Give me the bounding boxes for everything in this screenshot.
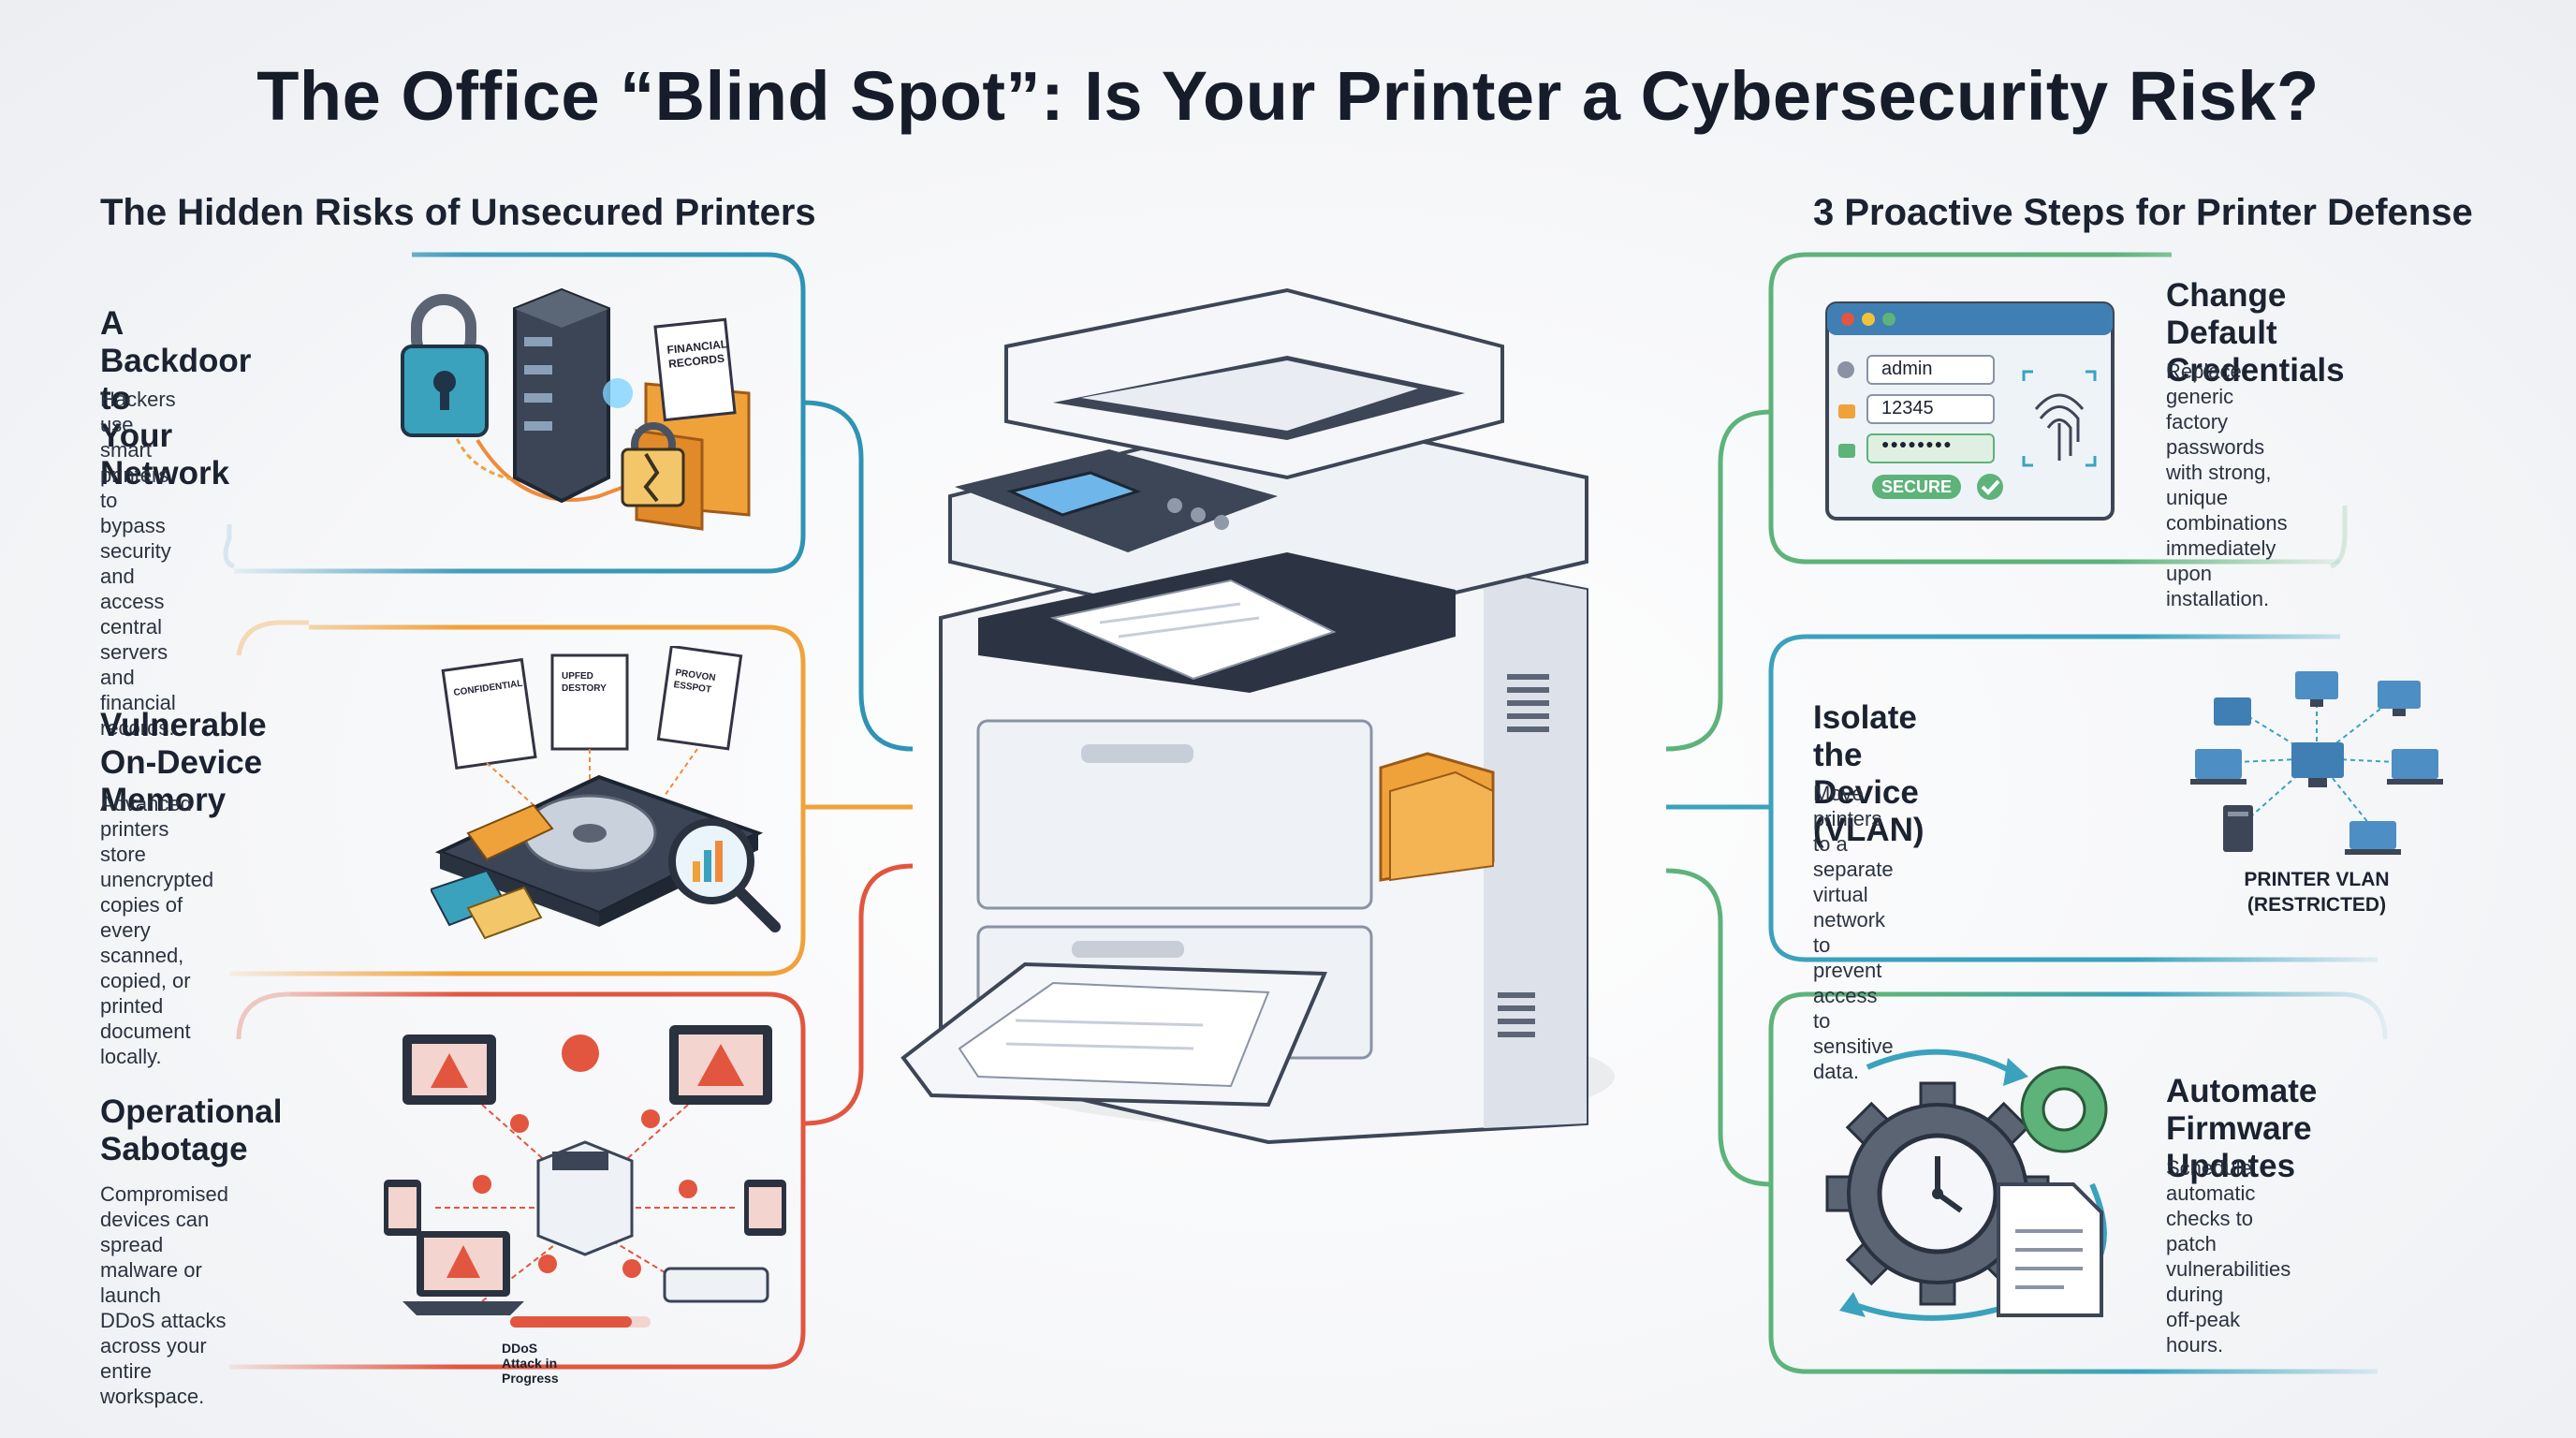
card4-frame: [1768, 252, 2340, 565]
hard-drive-documents-icon: CONFIDENTIAL UPFED DESTORY PROVON ESSPOT: [431, 646, 781, 940]
vlan-label-line: PRINTER VLAN: [2244, 869, 2390, 890]
login-fingerprint-icon: [1825, 301, 2115, 521]
card-body-line: entire workspace.: [100, 1359, 205, 1408]
left-section-heading: The Hidden Risks of Unsecured Printers: [100, 192, 816, 233]
login-password-strong: ●●●●●●●●: [1881, 436, 1953, 451]
card-body-line: combinations immediately upon: [2166, 511, 2288, 585]
card-title: Vulnerable On-Device Memory: [100, 707, 267, 819]
card-title: Change Default Credentials: [2166, 277, 2345, 389]
card-body-line: and financial records.: [100, 666, 176, 740]
card-body-line: unencrypted copies of every: [100, 868, 214, 942]
card-body-line: access central servers: [100, 590, 168, 664]
card-body: Schedule automatic checks to patch vulne…: [2166, 1155, 2291, 1357]
card-body-line: virtual network to prevent: [1813, 883, 1886, 982]
secure-badge: SECURE: [1881, 477, 1952, 496]
card-title-line: Isolate the Device: [1813, 699, 1919, 811]
doc-label: FINANCIAL: [666, 337, 728, 357]
doc-label: RECORDS: [667, 352, 724, 371]
card-body-line: installation.: [2166, 587, 2270, 610]
card-title-line: Vulnerable: [100, 707, 267, 743]
vlan-label-line: (RESTRICTED): [2247, 894, 2387, 916]
card-body-line: off-peak hours.: [2166, 1308, 2241, 1357]
login-username-value: admin: [1881, 359, 1933, 379]
card-body-line: Hackers use smart printers: [100, 388, 176, 487]
card-title-line: Your Network: [100, 418, 230, 492]
card-body-line: passwords with strong, unique: [2166, 435, 2272, 509]
card-body-line: Schedule automatic checks to: [2166, 1156, 2256, 1230]
ddos-progress-label: DDoS Attack in Progress: [502, 1341, 559, 1386]
card-body-line: patch vulnerabilities during: [2166, 1232, 2291, 1306]
card-body-line: scanned, copied, or printed: [100, 944, 191, 1018]
card1-frame: [234, 252, 806, 574]
card-title: Isolate the Device (VLAN): [1813, 699, 1925, 849]
card-body: Move printers to a separate virtual netw…: [1813, 781, 1894, 1084]
padlock-server-folder-icon: FINANCIAL RECORDS: [401, 287, 751, 531]
card-title-line: Change Default: [2166, 277, 2287, 351]
card-body: Hackers use smart printers to bypass sec…: [100, 387, 176, 741]
multifunction-printer-icon: [900, 287, 1615, 1145]
card-title: A Backdoor to Your Network: [100, 305, 251, 492]
card-title-line: Automate: [2166, 1073, 2318, 1109]
card-title-line: On-Device Memory: [100, 744, 263, 818]
card-body-line: access to sensitive data.: [1813, 984, 1894, 1083]
card-title-line: Sabotage: [100, 1131, 248, 1167]
card-body-line: Move printers to a separate: [1813, 782, 1894, 881]
login-password-weak: 12345: [1881, 398, 1934, 418]
card-title-line: Credentials: [2166, 352, 2345, 389]
card-title: Automate Firmware Updates: [2166, 1073, 2317, 1185]
doc-label: DESTORY: [562, 683, 607, 694]
card2-frame: [229, 624, 806, 976]
doc-label: UPFED: [562, 671, 593, 682]
page-title: The Office “Blind Spot”: Is Your Printer…: [256, 57, 2320, 135]
card-body-line: to bypass security and: [100, 489, 171, 588]
card-title-line: A Backdoor to: [100, 305, 252, 417]
vlan-network-icon: [2190, 671, 2443, 855]
malware-network-icon: [384, 1025, 786, 1328]
card-body: Compromised devices can spread malware o…: [100, 1181, 228, 1409]
card-body-line: Compromised devices can: [100, 1182, 228, 1231]
card5-frame: [1768, 634, 2378, 962]
right-section-heading: 3 Proactive Steps for Printer Defense: [1813, 192, 2473, 233]
card-title-line: (VLAN): [1813, 812, 1925, 848]
vlan-label: PRINTER VLAN (RESTRICTED): [2200, 867, 2434, 917]
card-body-line: spread malware or launch: [100, 1233, 202, 1307]
card3-frame: [229, 991, 806, 1370]
gear-clock-update-icon: [1825, 1049, 2108, 1321]
card-body-line: Replace generic factory: [2166, 360, 2242, 433]
card-title-line: Operational: [100, 1093, 283, 1130]
card6-frame: [1768, 991, 2388, 1374]
card-body-line: DDoS attacks across your: [100, 1309, 227, 1357]
card-title: Operational Sabotage: [100, 1093, 282, 1168]
card-body-line: Advanced printers store: [100, 792, 192, 866]
card-title-line: Firmware Updates: [2166, 1110, 2312, 1184]
card-body-line: document locally.: [100, 1020, 191, 1068]
card-body: Replace generic factory passwords with s…: [2166, 359, 2288, 611]
card-body: Advanced printers store unencrypted copi…: [100, 791, 213, 1069]
